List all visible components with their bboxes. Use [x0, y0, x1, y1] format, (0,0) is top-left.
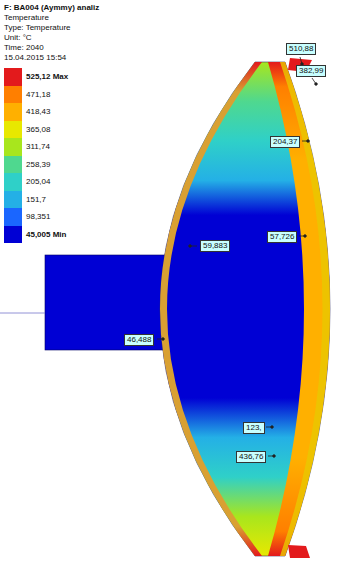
legend-row: 151,7 — [0, 191, 120, 209]
info-line: Time: 2040 — [4, 43, 44, 53]
info-line: Type: Temperature — [4, 23, 71, 33]
legend-value: 525,12 Max — [26, 72, 68, 82]
probe-callout: 436,76 — [236, 451, 266, 463]
legend-value: 151,7 — [26, 195, 46, 205]
color-swatch — [4, 173, 22, 191]
color-swatch — [4, 208, 22, 226]
probe-callout: 57,726 — [267, 231, 297, 243]
probe-callout: 123, — [243, 422, 265, 434]
legend-row: 205,04 — [0, 173, 120, 191]
color-swatch — [4, 68, 22, 86]
color-swatch — [4, 138, 22, 156]
legend-value: 258,39 — [26, 160, 50, 170]
probe-callout: 59,883 — [200, 240, 230, 252]
probe-callout: 204,37 — [270, 136, 300, 148]
legend-row: 471,18 — [0, 86, 120, 104]
legend-row: 365,08 — [0, 121, 120, 139]
legend-value: 98,351 — [26, 212, 50, 222]
legend-value: 311,74 — [26, 142, 50, 152]
result-title: F: BA004 (Aymmy) analiz — [4, 3, 99, 13]
info-line: Temperature — [4, 13, 49, 23]
legend-row: 525,12 Max — [0, 68, 120, 86]
color-swatch — [4, 121, 22, 139]
legend-value: 45,005 Min — [26, 230, 66, 240]
color-swatch — [4, 226, 22, 244]
info-line: 15.04.2015 15:54 — [4, 53, 66, 63]
probe-callout: 46,488 — [124, 334, 154, 346]
legend-row: 258,39 — [0, 156, 120, 174]
legend-row: 98,351 — [0, 208, 120, 226]
color-swatch — [4, 191, 22, 209]
color-swatch — [4, 86, 22, 104]
legend-row: 311,74 — [0, 138, 120, 156]
color-swatch — [4, 103, 22, 121]
probe-callout: 510,88 — [286, 43, 316, 55]
legend-value: 365,08 — [26, 125, 50, 135]
probe-callout: 382,99 — [296, 65, 326, 77]
color-swatch — [4, 156, 22, 174]
legend-value: 471,18 — [26, 90, 50, 100]
legend-value: 418,43 — [26, 107, 50, 117]
legend-row: 45,005 Min — [0, 226, 120, 244]
legend-value: 205,04 — [26, 177, 50, 187]
info-line: Unit: °C — [4, 33, 32, 43]
legend-row: 418,43 — [0, 103, 120, 121]
